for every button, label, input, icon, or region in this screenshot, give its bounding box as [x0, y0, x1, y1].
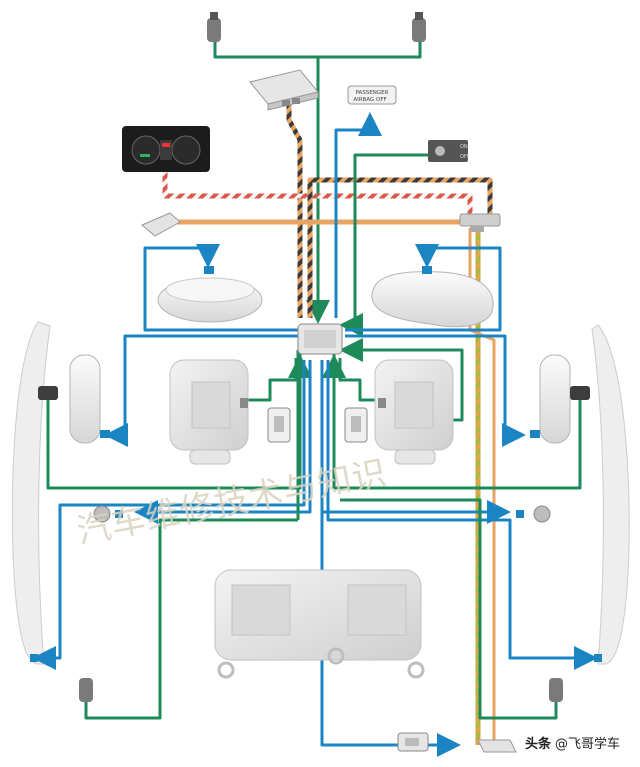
side-airbag-right [530, 354, 571, 444]
left-body-panel [11, 321, 51, 665]
rear-side-airbag-left [93, 505, 123, 523]
passenger-airbag-key-switch: ON OFF [428, 140, 470, 162]
rear-seat-bench [214, 569, 425, 679]
rear-belt-module [397, 732, 429, 752]
passenger-seat [374, 359, 454, 465]
driver-front-airbag [157, 266, 263, 323]
belt-tensioner-module [477, 739, 517, 753]
diagnostic-module [249, 69, 319, 111]
driver-seat-belt-buckle [267, 407, 291, 443]
side-crash-sensor-right [570, 386, 590, 400]
rear-crash-sensor-left [79, 678, 93, 702]
driver-seat [169, 359, 249, 465]
side-airbag-left [69, 354, 110, 444]
seat-belt-connector-right [459, 213, 501, 232]
credit-badge: 头条 @飞哥学车 [516, 729, 628, 755]
key-switch-on-label: ON [460, 144, 468, 150]
rear-side-airbag-right [516, 505, 551, 523]
curtain-airbag-connector-right [594, 654, 602, 662]
rear-crash-sensor-right [549, 678, 563, 702]
airbag-off-label-line1: PASSENGER [356, 90, 389, 96]
side-crash-sensor-left [38, 386, 58, 400]
passenger-seat-belt-buckle [344, 407, 368, 443]
instrument-cluster [122, 126, 210, 172]
key-switch-off-label: OFF [460, 154, 470, 160]
passenger-front-airbag [371, 266, 494, 328]
airbag-control-unit [297, 323, 343, 355]
right-body-panel [591, 324, 630, 665]
front-crash-sensor-right [412, 12, 426, 42]
passenger-airbag-off-lamp: PASSENGER AIRBAG OFF [347, 85, 397, 105]
wiring-harness [32, 42, 598, 757]
knee-airbag [141, 212, 181, 237]
front-crash-sensor-left [207, 12, 221, 42]
credit-source: 头条 [524, 736, 551, 752]
credit-author: @飞哥学车 [554, 736, 620, 752]
curtain-airbag-connector-left [30, 654, 38, 662]
airbag-off-label-line2: AIRBAG OFF [353, 97, 386, 103]
